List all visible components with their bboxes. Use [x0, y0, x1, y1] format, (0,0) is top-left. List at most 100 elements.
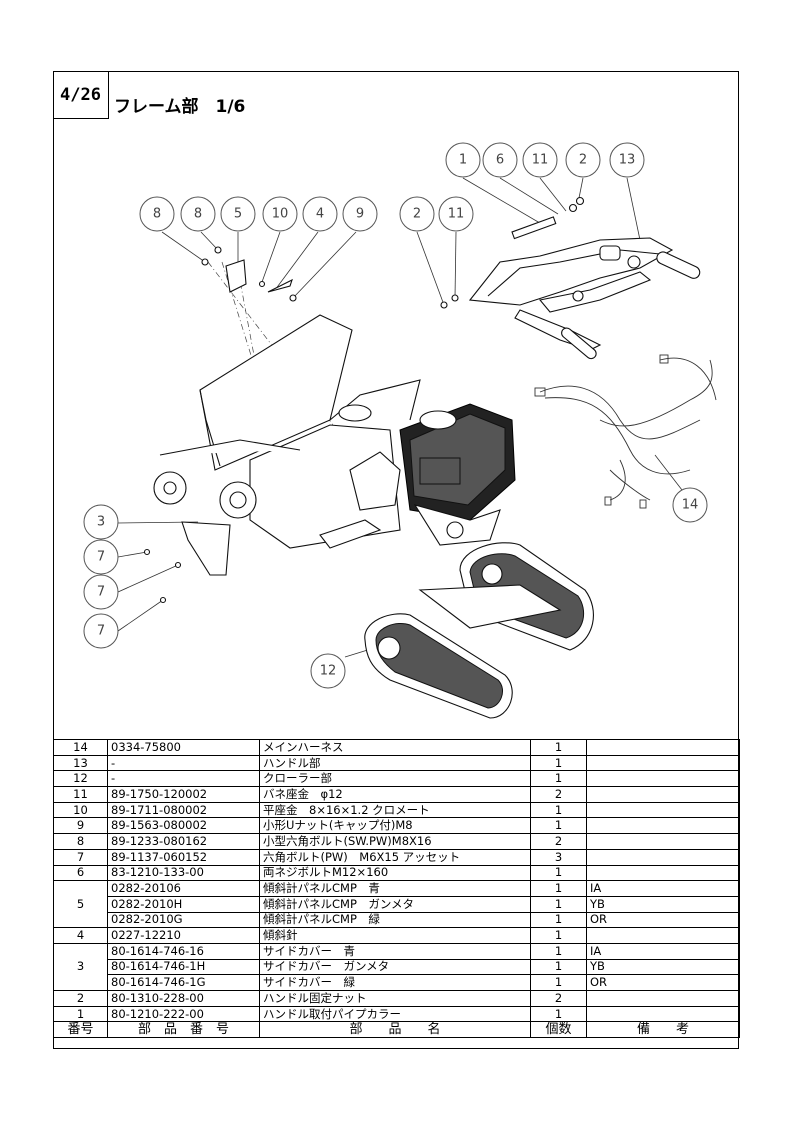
cell-note: [586, 833, 740, 850]
cell-note: IA: [586, 880, 740, 897]
cell-part-no: 89-1711-080002: [107, 801, 260, 819]
balloon-2: 2: [399, 196, 435, 232]
svg-text:10: 10: [272, 207, 289, 222]
cell-qty: 1: [530, 864, 587, 882]
cell-part-no: 0282-2010H: [107, 895, 260, 913]
balloon-1: 1: [445, 142, 481, 178]
svg-text:2: 2: [413, 207, 421, 222]
cell-qty: 1: [530, 1005, 587, 1023]
svg-text:3: 3: [97, 515, 105, 530]
cell-part-no: 80-1210-222-00: [107, 1005, 260, 1023]
table-row: 8 89-1233-080162 小型六角ボルト(SW.PW)M8X16 2: [53, 833, 740, 850]
svg-text:8: 8: [153, 207, 161, 222]
cell-note: [586, 739, 740, 756]
cell-name: クローラー部: [259, 770, 531, 788]
cell-name: ハンドル部: [259, 754, 531, 772]
svg-text:2: 2: [579, 153, 587, 168]
svg-text:14: 14: [682, 498, 699, 513]
table-row: 11 89-1750-120002 バネ座金 φ12 2: [53, 786, 740, 803]
exploded-parts-diagram: 1 6 11 2 13 8 8 5 10 4 9 2 11 3 7 7 7 12…: [83, 142, 717, 719]
svg-text:12: 12: [320, 664, 337, 679]
svg-text:6: 6: [496, 153, 504, 168]
cell-name: 小形Uナット(キャップ付)M8: [259, 817, 531, 835]
header-note: 備 考: [586, 1021, 740, 1039]
cell-part-no: 0282-2010G: [107, 911, 260, 929]
cell-qty: 1: [530, 927, 587, 944]
cell-note: [586, 754, 740, 772]
cell-name: 小型六角ボルト(SW.PW)M8X16: [259, 833, 531, 850]
cell-note: [586, 1005, 740, 1023]
svg-text:13: 13: [619, 153, 636, 168]
cell-no: 11: [53, 786, 108, 803]
frame-body: [153, 314, 421, 576]
cell-qty: 1: [530, 770, 587, 788]
cell-name: サイドカバー 青: [259, 942, 531, 960]
cell-qty: 2: [530, 990, 587, 1007]
cell-name: 傾斜針: [259, 927, 531, 944]
table-row: 80-1614-746-1H サイドカバー ガンメタ 1 YB: [54, 958, 740, 976]
balloon-14: 14: [672, 487, 708, 523]
table-row: 0282-2010H 傾斜計パネルCMP ガンメタ 1 YB: [54, 895, 740, 913]
cell-name: 傾斜計パネルCMP 緑: [259, 911, 531, 929]
cell-name: サイドカバー 緑: [259, 974, 531, 991]
cell-name: ハンドル固定ナット: [259, 990, 531, 1007]
cell-part-no: 0227-12210: [107, 927, 260, 944]
cell-no: 10: [53, 801, 108, 819]
cell-qty: 2: [530, 833, 587, 850]
table-row: 12 - クローラー部 1: [53, 770, 740, 788]
cell-note: [586, 848, 740, 866]
cell-note: [586, 864, 740, 882]
balloon-5: 5: [220, 196, 256, 232]
cell-part-no: 0334-75800: [107, 739, 260, 756]
cell-name: 両ネジボルトM12×160: [259, 864, 531, 882]
balloon-6: 6: [482, 142, 518, 178]
parts-list-table: 14 0334-75800 メインハーネス 1 13 - ハンドル部 1 12 …: [53, 739, 740, 1039]
cell-no: 14: [53, 739, 108, 756]
cell-part-no: 89-1137-060152: [107, 848, 260, 866]
table-row: 80-1614-746-1G サイドカバー 緑 1 OR: [54, 974, 740, 991]
cell-part-no: 80-1310-228-00: [107, 990, 260, 1007]
cell-part-no: -: [107, 754, 260, 772]
balloon-4: 4: [302, 196, 338, 232]
cell-name: サイドカバー ガンメタ: [259, 958, 531, 976]
header-name: 部 品 名: [259, 1021, 531, 1039]
page-frame: [53, 71, 739, 1049]
cell-name: 平座金 8×16×1.2 クロメート: [259, 801, 531, 819]
cell-note: [586, 770, 740, 788]
cell-qty: 1: [530, 817, 587, 835]
cell-note: [586, 817, 740, 835]
cell-note: YB: [586, 895, 740, 913]
cell-no: 6: [53, 864, 108, 882]
balloon-2: 2: [565, 142, 601, 178]
cell-note: [586, 990, 740, 1007]
table-row: 7 89-1137-060152 六角ボルト(PW) M6X15 アッセット 3: [53, 848, 740, 866]
cell-no: 7: [53, 848, 108, 866]
cell-qty: 2: [530, 786, 587, 803]
cell-qty: 1: [530, 754, 587, 772]
balloon-3: 3: [83, 504, 119, 540]
table-row: 0282-2010G 傾斜計パネルCMP 緑 1 OR: [54, 911, 740, 929]
svg-text:7: 7: [97, 624, 105, 639]
cell-part-no: 83-1210-133-00: [107, 864, 260, 882]
cell-no: 5: [53, 880, 108, 929]
table-row: 4 0227-12210 傾斜針 1: [53, 927, 740, 944]
svg-text:7: 7: [97, 550, 105, 565]
svg-text:9: 9: [356, 207, 364, 222]
balloon-7: 7: [83, 539, 119, 575]
cell-name: 六角ボルト(PW) M6X15 アッセット: [259, 848, 531, 866]
cell-no: 13: [53, 754, 108, 772]
balloon-13: 13: [609, 142, 645, 178]
balloon-10: 10: [262, 196, 298, 232]
page-title: フレーム部 1/6: [114, 97, 246, 117]
svg-text:11: 11: [532, 153, 549, 168]
balloon-8: 8: [180, 196, 216, 232]
header-qty: 個数: [530, 1021, 587, 1039]
cell-no: 2: [53, 990, 108, 1007]
cell-name: メインハーネス: [259, 739, 531, 756]
cell-no: 12: [53, 770, 108, 788]
balloons: 1 6 11 2 13 8 8 5 10 4 9 2 11 3 7 7 7 12…: [83, 142, 708, 689]
table-row: 10 89-1711-080002 平座金 8×16×1.2 クロメート 1: [53, 801, 740, 819]
cell-qty: 1: [530, 911, 587, 929]
table-row: 9 89-1563-080002 小形Uナット(キャップ付)M8 1: [53, 817, 740, 835]
cell-qty: 3: [530, 848, 587, 866]
